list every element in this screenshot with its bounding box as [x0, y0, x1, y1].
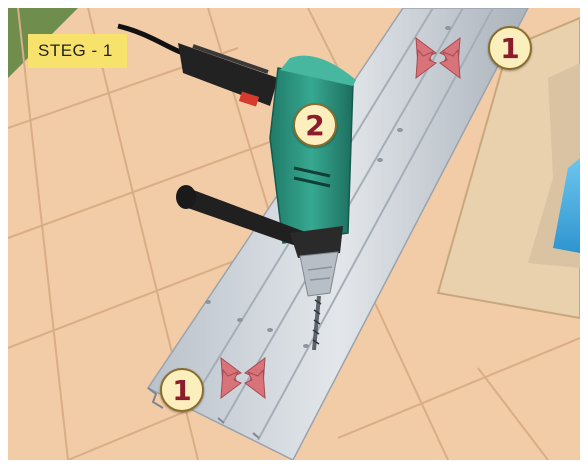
illustration-frame: STEG - 1 1 2 1 — [8, 8, 580, 460]
callout-badge-rail-fixing-top: 1 — [488, 26, 532, 70]
callout-badge-rail-fixing-bottom: 1 — [160, 368, 204, 412]
installation-scene — [8, 8, 580, 460]
step-label: STEG - 1 — [28, 34, 127, 68]
callout-badge-drill: 2 — [293, 103, 337, 147]
